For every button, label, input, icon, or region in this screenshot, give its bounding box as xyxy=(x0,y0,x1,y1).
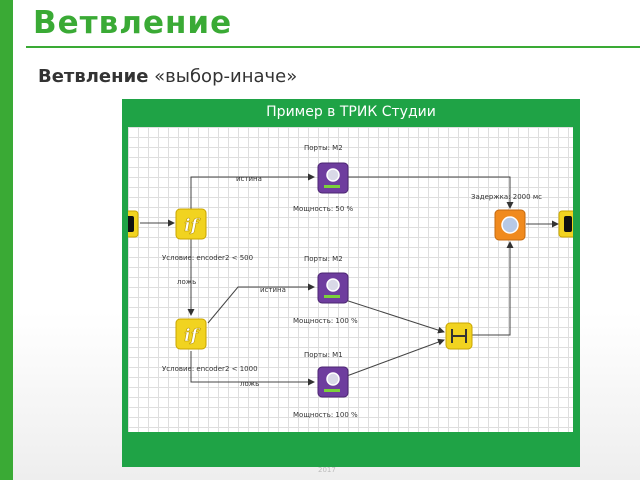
motor-block-3[interactable] xyxy=(317,366,349,398)
edge-join-to-delay xyxy=(468,241,514,336)
motor2-ports-label: Порты: M2 xyxy=(304,255,343,263)
subtitle-rest: «выбор-иначе» xyxy=(148,66,298,87)
edge-label-true1: истина xyxy=(236,175,262,183)
if-block-2[interactable]: if xyxy=(175,318,207,350)
footer-year: 2017 xyxy=(318,466,336,474)
subtitle-bold: Ветвление xyxy=(38,66,149,87)
arrow-icon xyxy=(324,389,340,392)
if-block-1[interactable]: if xyxy=(175,208,207,240)
gear-icon xyxy=(326,278,340,292)
gear-icon xyxy=(326,372,340,386)
slide-subtitle: Ветвление «выбор-иначе» xyxy=(38,66,297,87)
start-block xyxy=(128,210,139,238)
if-icon: if xyxy=(184,326,200,346)
edge-label-true2: истина xyxy=(260,286,286,294)
edge-label-false1: ложь xyxy=(177,278,196,286)
motor-block-1[interactable] xyxy=(317,162,349,194)
clock-icon xyxy=(501,216,519,234)
motor3-ports-label: Порты: M1 xyxy=(304,351,343,359)
arrow-icon xyxy=(324,295,340,298)
edge-if1-true xyxy=(190,173,315,209)
motor3-power-label: Мощность: 100 % xyxy=(293,411,358,419)
join-block[interactable] xyxy=(445,322,473,350)
edge-motor1-to-delay xyxy=(336,176,514,209)
connection-lines xyxy=(140,173,559,386)
motor1-power-label: Мощность: 50 % xyxy=(293,205,354,213)
left-accent-bar xyxy=(0,0,13,480)
slide-title: Ветвление xyxy=(33,5,233,41)
diagram-canvas: if if xyxy=(128,127,573,432)
if1-condition-label: Условие: encoder2 < 500 xyxy=(162,254,253,262)
motor2-power-label: Мощность: 100 % xyxy=(293,317,358,325)
panel-title: Пример в ТРИК Студии xyxy=(266,104,436,120)
title-underline xyxy=(26,46,640,48)
end-block xyxy=(558,210,573,238)
motor-block-2[interactable] xyxy=(317,272,349,304)
edge-if2-true xyxy=(207,283,315,324)
delay-block[interactable] xyxy=(494,209,526,241)
if-icon: if xyxy=(184,216,200,236)
motor1-ports-label: Порты: M2 xyxy=(304,144,343,152)
program-diagram: if if xyxy=(128,144,573,419)
edge-motor3-to-join xyxy=(335,338,445,381)
if2-condition-label: Условие: encoder2 < 1000 xyxy=(162,365,258,373)
edge-if2-false xyxy=(190,351,315,386)
delay-label: Задержка: 2000 мс xyxy=(471,193,542,201)
join-icon xyxy=(451,329,467,343)
gear-icon xyxy=(326,168,340,182)
edge-motor2-to-join xyxy=(335,296,445,334)
edge-label-false2: ложь xyxy=(240,380,259,388)
arrow-icon xyxy=(324,185,340,188)
